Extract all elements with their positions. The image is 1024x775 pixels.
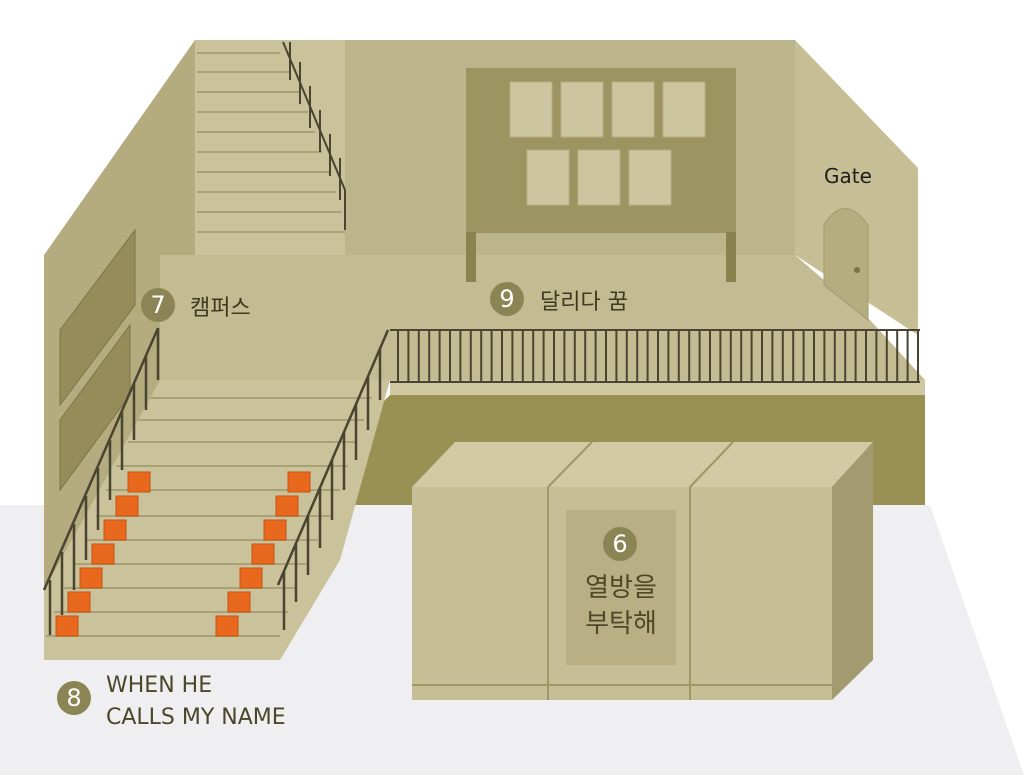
upper-floor: [160, 255, 925, 380]
marker-7: 7: [141, 288, 175, 322]
favor-label: 열방을 부탁해: [566, 570, 676, 642]
when-he-calls-line2: CALLS MY NAME: [106, 702, 286, 734]
favor-label-line1: 열방을: [566, 570, 676, 606]
marker-6: 6: [603, 527, 637, 561]
marker-9: 9: [490, 282, 524, 316]
upper-staircase: [195, 40, 345, 255]
when-he-calls-line1: WHEN HE: [106, 670, 286, 702]
when-he-calls-label: WHEN HE CALLS MY NAME: [106, 670, 286, 734]
campus-label: 캠퍼스: [190, 290, 251, 322]
run-dream-label: 달리다 꿈: [540, 284, 628, 316]
gate-label: Gate: [824, 164, 872, 188]
favor-label-line2: 부탁해: [566, 606, 676, 642]
marker-8: 8: [57, 681, 91, 715]
